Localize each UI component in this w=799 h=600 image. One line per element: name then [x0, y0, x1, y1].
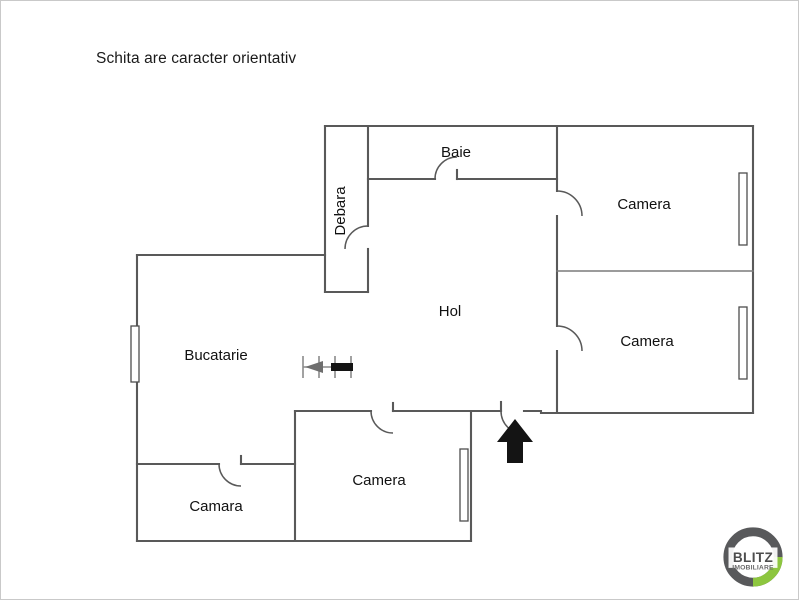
logo-brand-text: BLITZ [733, 550, 773, 565]
windows [130, 172, 748, 522]
logo-plate [728, 547, 778, 568]
door-arc-camera-se [556, 325, 583, 352]
window-camera-ne-east [738, 172, 748, 246]
room-label-debara: Debara [332, 186, 349, 236]
dimension-marker [302, 356, 353, 378]
logo-accent-arc [752, 556, 783, 587]
dimension-bar [331, 363, 353, 371]
door-arc-baie [434, 156, 458, 180]
dimension-arrowhead [305, 361, 323, 373]
logo-subtitle-text: IMOBILIARE [732, 565, 774, 572]
room-label-camara: Camara [189, 498, 243, 515]
window-camera-s-east [459, 448, 469, 522]
door-arc-camera-ne [556, 190, 583, 217]
room-label-camera-se: Camera [620, 333, 674, 350]
room-label-baie: Baie [441, 144, 471, 161]
room-label-camera-s: Camera [352, 472, 406, 489]
door-arc-debara [344, 225, 369, 250]
page-title: Schita are caracter orientativ [96, 50, 297, 67]
door-arc-camera-s [370, 410, 394, 434]
window-bucatarie-west [130, 325, 140, 383]
door-arc-camara [218, 463, 242, 487]
window-camera-se-east [738, 306, 748, 380]
room-label-bucatarie: Bucatarie [184, 347, 247, 364]
entrance-arrow [497, 419, 533, 463]
room-label-hol: Hol [439, 303, 462, 320]
room-label-camera-ne: Camera [617, 196, 671, 213]
blitz-imobiliare-logo: BLITZ IMOBILIARE [723, 527, 783, 587]
walls [135, 124, 755, 543]
